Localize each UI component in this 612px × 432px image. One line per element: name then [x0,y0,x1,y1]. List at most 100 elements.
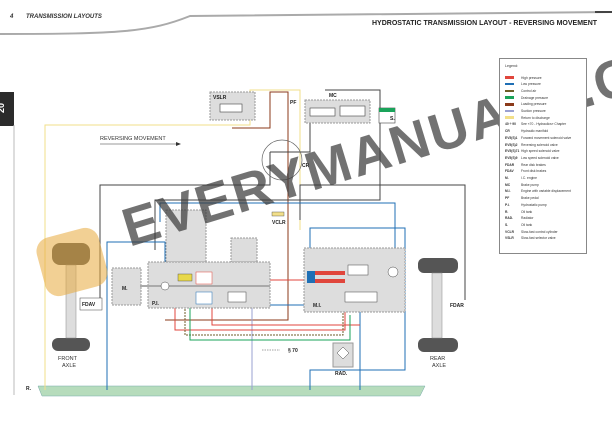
legend-code: CR [505,129,510,134]
legend-abbreviation-item: R. Oil tank [505,209,532,214]
mi-label: M.I. [313,303,322,309]
legend-abbreviation-item: PF Brake pedal [505,196,539,201]
fdar-label: FDAR [450,303,464,309]
legend-code: 40 ÷ 90 [505,122,516,127]
legend-label: Suction pressure [521,109,546,113]
legend-label: Forward movement solenoid valve [521,135,572,140]
legend-abbreviation-item: RAD. Radiator [505,216,533,221]
front-axle-label-1: FRONT [58,356,78,362]
vclr-label: VCLR [272,220,286,226]
legend-swatch [505,82,514,86]
legend-code: EV5(S)2 [505,142,518,147]
vslr-label: VSLR [213,95,227,101]
legend-label: Slow-fast selector valve [521,236,556,241]
header-swoosh [0,11,612,35]
legend-label: High speed solenoid valve [521,149,560,154]
legend-code: P.I. [505,202,510,207]
legend-swatch [505,96,514,99]
legend-label: Return to discharge [521,115,550,120]
legend-code: PF [505,196,510,201]
ref-70-label: § 70 [288,348,298,354]
legend-label: Oil tank [521,222,533,227]
legend-abbreviation-item: VCLR Slow-fast control cylinder [505,229,558,234]
legend-label: Engine with variable displacement [521,189,571,194]
legend-code: S. [505,222,509,227]
legend-title: Legend: [505,64,518,68]
m-label: M. [122,286,128,292]
legend-abbreviation-item: M.I. Engine with variable displacement [505,189,571,194]
legend-abbreviation-item: M. I.C. engine [505,176,537,181]
cr-label: CR [302,163,310,169]
legend-code: M.I. [505,189,511,194]
legend-code: VSLR [505,236,514,241]
legend-swatch [505,109,514,113]
legend-abbreviation-item: S. Oil tank [505,222,532,227]
section-title: TRANSMISSION LAYOUTS [26,14,102,20]
legend-color-item: Return to discharge [505,115,550,120]
legend-code: M. [505,176,509,180]
legend-code: RAD. [505,216,514,221]
legend-code: VCLR [505,229,514,234]
legend-label: Front disk brakes [521,169,547,174]
pf-label: PF [290,100,296,106]
legend-swatch [505,76,514,79]
legend-abbreviation-item: VSLR Slow-fast selector valve [505,236,556,241]
legend-code: EV5(S)9 [505,155,518,160]
legend-color-item: Low pressure [505,82,541,87]
s-label: S. [390,116,395,122]
rad-label: RAD. [335,371,348,377]
legend-color-item: Loading pressure [505,102,546,107]
legend-label: Low speed solenoid valve [521,155,559,160]
hydraulic-manifold-cr [261,139,303,181]
legend-code: FDAR [505,162,515,167]
legend-code: MC [505,182,511,187]
legend-label: Control air [521,88,537,93]
legend-color-item: Suction pressure [505,109,546,114]
legend-code: EV5(S)1 [505,135,518,140]
engine-m [111,267,142,306]
legend-label: I.C. engine [521,176,537,180]
legend-label: See «70 - Hydraulics» Chapter [521,122,567,127]
legend-label: Radiator [521,216,534,221]
legend-code: R. [505,209,509,214]
rear-axle [418,258,458,352]
legend-swatch [505,116,514,119]
r-label: R. [26,386,32,392]
legend-color-item: Control air [505,88,536,93]
mc-label: MC [329,93,337,99]
legend-abbreviation-item: P.I. Hydrostatic pump [505,202,547,207]
legend-abbreviation-item: CR Hydraulic manifold [505,129,548,134]
legend-label: Drainage pressure [521,95,549,100]
legend-label: Brake pedal [521,196,539,201]
legend-abbreviation-item: 40 ÷ 90 See «70 - Hydraulics» Chapter [505,122,566,127]
pi-label: P.I. [152,301,159,307]
legend-label: Hydrostatic pump [521,202,547,207]
front-axle-label-2: AXLE [62,363,76,369]
vclr-cylinder [271,211,285,217]
movement-label: REVERSING MOVEMENT [100,136,166,142]
legend-label: Oil tank [521,209,533,214]
rear-axle-label-1: REAR [430,356,445,362]
page-number: 4 [10,14,14,20]
legend-swatch [505,89,514,93]
legend-code: FDAV [505,169,514,174]
rear-axle-label-2: AXLE [432,363,446,369]
legend-label: Slow-fast control cylinder [521,229,558,234]
fdav-label: FDAV [82,302,96,308]
page-title: HYDROSTATIC TRANSMISSION LAYOUT - REVERS… [372,20,598,27]
legend-color-item: Drainage pressure [505,95,548,100]
legend-label: Hydraulic manifold [521,129,549,134]
legend-abbreviation-item: FDAV Front disk brakes [505,169,546,174]
oil-tank-r [37,385,426,397]
legend-label: Reversing solenoid valve [521,142,558,147]
legend-swatch [505,103,514,106]
legend-label: Low pressure [521,82,541,87]
legend-label: High pressure [521,75,542,80]
